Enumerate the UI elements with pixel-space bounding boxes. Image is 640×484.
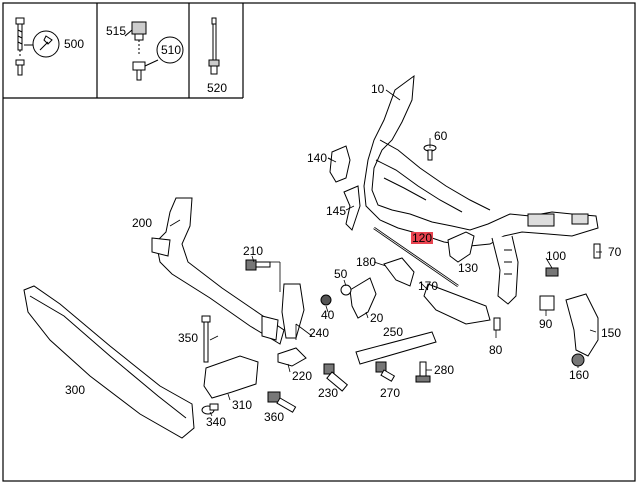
callout-20: 20 <box>370 311 384 325</box>
callout-280: 280 <box>434 363 455 377</box>
bolt-360 <box>267 391 297 413</box>
bracket-145 <box>343 185 361 231</box>
callout-200: 200 <box>132 216 153 230</box>
callout-500: 500 <box>64 37 85 51</box>
callout-120-highlighted[interactable]: 120 <box>411 231 434 245</box>
panel-170 <box>423 283 491 325</box>
callout-180: 180 <box>356 255 377 269</box>
box1-illustration <box>15 17 60 76</box>
callout-100: 100 <box>546 249 567 263</box>
callout-150: 150 <box>601 326 622 340</box>
callout-250: 250 <box>383 325 404 339</box>
crossmember-200 <box>151 197 305 345</box>
callout-210: 210 <box>243 244 264 258</box>
box2-illustration <box>124 21 184 81</box>
callout-360: 360 <box>264 410 285 424</box>
callout-10: 10 <box>371 82 385 96</box>
bracket-140 <box>327 145 351 183</box>
callout-160: 160 <box>569 368 590 382</box>
leader-lines <box>169 89 602 417</box>
box3-illustration <box>208 17 220 75</box>
bracket-220 <box>277 347 307 367</box>
callout-510: 510 <box>161 43 182 57</box>
callout-350: 350 <box>178 331 199 345</box>
callout-300: 300 <box>65 383 86 397</box>
callout-80: 80 <box>489 343 503 357</box>
callout-240: 240 <box>309 326 330 340</box>
callout-220: 220 <box>292 369 313 383</box>
callout-170: 170 <box>418 279 439 293</box>
bolt-280 <box>415 361 431 383</box>
callout-50: 50 <box>334 267 348 281</box>
bolt-230 <box>323 363 349 392</box>
callout-60: 60 <box>434 129 448 143</box>
callout-70: 70 <box>608 245 622 259</box>
bolt-50 <box>340 284 352 296</box>
callout-515: 515 <box>106 24 127 38</box>
bolt-40 <box>320 294 332 306</box>
callout-270: 270 <box>380 386 401 400</box>
bolt-270 <box>375 361 396 382</box>
bracket-250 <box>355 331 437 365</box>
bracket-130 <box>447 231 475 263</box>
callout-520: 520 <box>207 81 228 95</box>
callout-230: 230 <box>318 386 339 400</box>
bracket-180 <box>383 257 415 287</box>
callout-90: 90 <box>539 317 553 331</box>
bolt-210 <box>245 259 271 271</box>
radiator-support-frame <box>363 74 599 305</box>
bumper-beam-300 <box>23 285 195 439</box>
callout-130: 130 <box>458 261 479 275</box>
callout-310: 310 <box>232 398 253 412</box>
bolt-350 <box>201 315 211 363</box>
right-small-parts <box>493 243 601 367</box>
bracket-310 <box>203 355 259 399</box>
callout-145: 145 <box>326 204 347 218</box>
callout-140: 140 <box>307 151 328 165</box>
callout-40: 40 <box>321 308 335 322</box>
bracket-20 <box>349 277 377 319</box>
clip-340 <box>201 403 219 415</box>
callout-340: 340 <box>206 415 227 429</box>
